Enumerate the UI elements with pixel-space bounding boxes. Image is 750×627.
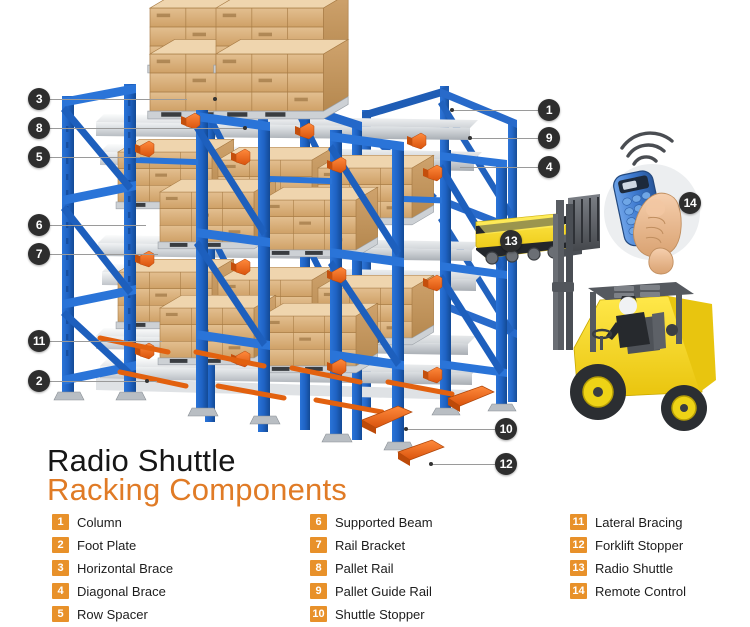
lateral-bracing	[97, 335, 455, 415]
leader-line-11	[50, 341, 162, 342]
legend-label: Lateral Bracing	[595, 514, 683, 530]
leader-line-2	[50, 381, 157, 382]
forklift	[552, 194, 716, 431]
legend-item[interactable]: 8 Pallet Rail	[310, 558, 433, 578]
callout-marker-9[interactable]: 9	[538, 127, 560, 149]
leader-line-8	[50, 128, 245, 129]
leader-line-4	[460, 167, 538, 168]
legend-column-3: 11 Lateral Bracing 12 Forklift Stopper 13 Rad…	[570, 512, 686, 604]
callout-marker-5[interactable]: 5	[28, 146, 50, 168]
legend-label: Rail Bracket	[335, 537, 406, 553]
legend-label: Column	[77, 514, 122, 530]
callout-marker-12[interactable]: 12	[495, 453, 517, 475]
legend-label: Remote Control	[595, 583, 687, 599]
legend-label: Forklift Stopper	[595, 537, 684, 553]
row-spacers	[135, 157, 442, 204]
forklift-stopper	[397, 439, 445, 466]
legend-badge: 1	[52, 514, 69, 530]
legend-column-2: 6 Supported Beam 7 Rail Bracket 8 Pallet Rail…	[310, 512, 433, 627]
legend-item[interactable]: 1 Column	[52, 512, 173, 532]
legend-label: Supported Beam	[335, 514, 433, 530]
legend-badge: 12	[570, 537, 587, 553]
legend-label: Shuttle Stopper	[335, 606, 425, 622]
page-title: Radio Shuttle	[47, 443, 236, 478]
legend-label: Pallet Rail	[335, 560, 394, 576]
legend-badge: 2	[52, 537, 69, 553]
legend-badge: 8	[310, 560, 327, 576]
leader-line-3	[50, 99, 187, 100]
legend-item[interactable]: 11 Lateral Bracing	[570, 512, 686, 532]
legend-badge: 3	[52, 560, 69, 576]
legend-item[interactable]: 4 Diagonal Brace	[52, 581, 173, 601]
callout-marker-11[interactable]: 11	[28, 330, 50, 352]
legend-label: Horizontal Brace	[77, 560, 174, 576]
leader-line-7	[50, 254, 158, 255]
legend-badge: 9	[310, 583, 327, 599]
leader-line-10	[406, 429, 495, 430]
legend-item[interactable]: 13 Radio Shuttle	[570, 558, 686, 578]
legend-item[interactable]: 7 Rail Bracket	[310, 535, 433, 555]
legend-label: Row Spacer	[77, 606, 148, 622]
pallet-loads	[115, 0, 435, 374]
legend-badge: 13	[570, 560, 587, 576]
legend-item[interactable]: 2 Foot Plate	[52, 535, 173, 555]
legend-column-1: 1 Column 2 Foot Plate 3 Horizontal Brace 4 Diag…	[52, 512, 173, 627]
legend-item[interactable]: 14 Remote Control	[570, 581, 686, 601]
legend-badge: 14	[570, 583, 587, 599]
leader-dot-10	[404, 427, 408, 431]
leader-dot-9	[468, 136, 472, 140]
leader-line-5	[50, 157, 140, 158]
callout-marker-4[interactable]: 4	[538, 156, 560, 178]
legend-item[interactable]: 12 Forklift Stopper	[570, 535, 686, 555]
leader-dot-2	[145, 379, 149, 383]
rack-row-third	[321, 130, 415, 451]
legend-badge: 7	[310, 537, 327, 553]
rack-row-second	[187, 110, 281, 425]
rack-row-front	[53, 84, 147, 401]
leader-dot-12	[429, 462, 433, 466]
legend-badge: 5	[52, 606, 69, 622]
legend-label: Foot Plate	[77, 537, 137, 553]
callout-marker-3[interactable]: 3	[28, 88, 50, 110]
callout-marker-10[interactable]: 10	[495, 418, 517, 440]
shuttle-stopper	[361, 405, 413, 434]
legend-item[interactable]: 10 Shuttle Stopper	[310, 604, 433, 624]
callout-marker-13[interactable]: 13	[500, 230, 522, 252]
leader-line-12	[431, 464, 495, 465]
leader-line-1	[452, 110, 538, 111]
callout-marker-1[interactable]: 1	[538, 99, 560, 121]
legend-badge: 10	[310, 606, 327, 622]
legend: 1 Column 2 Foot Plate 3 Horizontal Brace 4 Diag…	[0, 512, 750, 622]
leader-dot-8	[243, 126, 247, 130]
legend-label: Diagonal Brace	[77, 583, 166, 599]
legend-label: Radio Shuttle	[595, 560, 674, 576]
legend-label: Pallet Guide Rail	[335, 583, 432, 599]
legend-item[interactable]: 3 Horizontal Brace	[52, 558, 173, 578]
page-subtitle: Racking Components	[47, 472, 347, 507]
leader-line-9	[470, 138, 538, 139]
legend-item[interactable]: 9 Pallet Guide Rail	[310, 581, 433, 601]
shuttle-stopper-2	[447, 385, 495, 412]
leader-line-6	[50, 225, 146, 226]
legend-badge: 11	[570, 514, 587, 530]
legend-badge: 4	[52, 583, 69, 599]
callout-marker-6[interactable]: 6	[28, 214, 50, 236]
callout-marker-2[interactable]: 2	[28, 370, 50, 392]
legend-item[interactable]: 5 Row Spacer	[52, 604, 173, 624]
leader-dot-3	[213, 97, 217, 101]
callout-marker-8[interactable]: 8	[28, 117, 50, 139]
leader-dot-1	[450, 108, 454, 112]
callout-marker-7[interactable]: 7	[28, 243, 50, 265]
legend-item[interactable]: 6 Supported Beam	[310, 512, 433, 532]
remote-control-group	[604, 131, 700, 275]
callout-marker-14[interactable]: 14	[679, 192, 701, 214]
legend-badge: 6	[310, 514, 327, 530]
